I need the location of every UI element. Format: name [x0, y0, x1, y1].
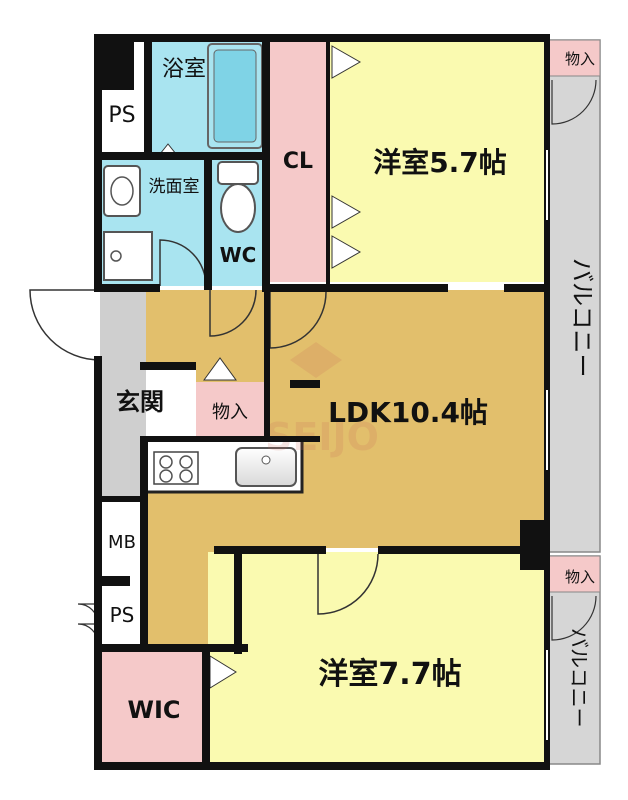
kitchen-sink — [235, 447, 297, 487]
washroom-label: 洗面室 — [149, 177, 200, 197]
wash-basin-bowl — [110, 176, 134, 206]
mb-label: MB — [108, 532, 136, 553]
wic-area — [100, 652, 206, 764]
stove-burner-3 — [159, 469, 173, 483]
bedroom1-door-swing — [269, 291, 327, 349]
storage-area — [196, 382, 266, 438]
storage-label: 物入 — [212, 402, 248, 423]
stove-burner-2 — [179, 455, 193, 469]
ldk-label: LDK10.4帖 — [328, 396, 488, 429]
toilet-door-swing — [209, 289, 257, 337]
washing-machine-drum — [110, 250, 122, 262]
storage-top-area — [547, 39, 601, 77]
mb-area — [100, 500, 144, 576]
closet-door-mark-2 — [331, 195, 362, 229]
toilet-tank — [217, 161, 259, 185]
storage-top-door-swing — [551, 79, 597, 125]
bedroom1-label: 洋室5.7帖 — [373, 146, 507, 179]
corridor-area — [100, 290, 146, 496]
balcony-lower-label: バルコニー — [567, 628, 591, 728]
balcony-upper-area — [547, 39, 601, 553]
watermark: SEIJO — [265, 342, 379, 459]
toilet-label: WC — [220, 243, 257, 267]
ps-bottom-door-swing — [77, 603, 100, 645]
bedroom2-notch — [240, 552, 546, 652]
closet-area — [268, 42, 330, 282]
storage-top-label: 物入 — [565, 50, 595, 68]
closet-door-mark-1 — [331, 45, 362, 79]
ps-top-area — [100, 90, 148, 156]
storage-mid-area — [547, 555, 601, 593]
storage-mid-door-swing — [551, 595, 597, 641]
toilet-bowl — [220, 183, 256, 233]
ps-bottom-label: PS — [110, 603, 135, 627]
stove-burner-1 — [159, 455, 173, 469]
ps-top-label: PS — [108, 103, 135, 128]
storage-mid-label: 物入 — [565, 568, 595, 586]
bedroom1-area — [330, 42, 548, 282]
bedroom2-label: 洋室7.7帖 — [318, 657, 461, 692]
ldk-area — [146, 290, 544, 646]
bath-label-1: 浴室 — [162, 57, 206, 82]
entrance-door-swing — [29, 289, 101, 361]
walls — [94, 34, 550, 770]
closet-label: CL — [283, 149, 313, 174]
stove-burner-4 — [179, 469, 193, 483]
storage-door-mark — [203, 357, 237, 381]
kitchen-sink-drain — [261, 455, 271, 465]
entrance-label: 玄関 — [116, 388, 164, 416]
bedroom2-door-swing — [317, 553, 379, 615]
ps-bottom-area — [100, 586, 144, 646]
closet-door-mark-3 — [331, 235, 362, 269]
balcony-upper-label: バルコニー — [568, 258, 596, 378]
wic-label: WIC — [127, 696, 180, 724]
bathtub-inner — [213, 49, 257, 143]
